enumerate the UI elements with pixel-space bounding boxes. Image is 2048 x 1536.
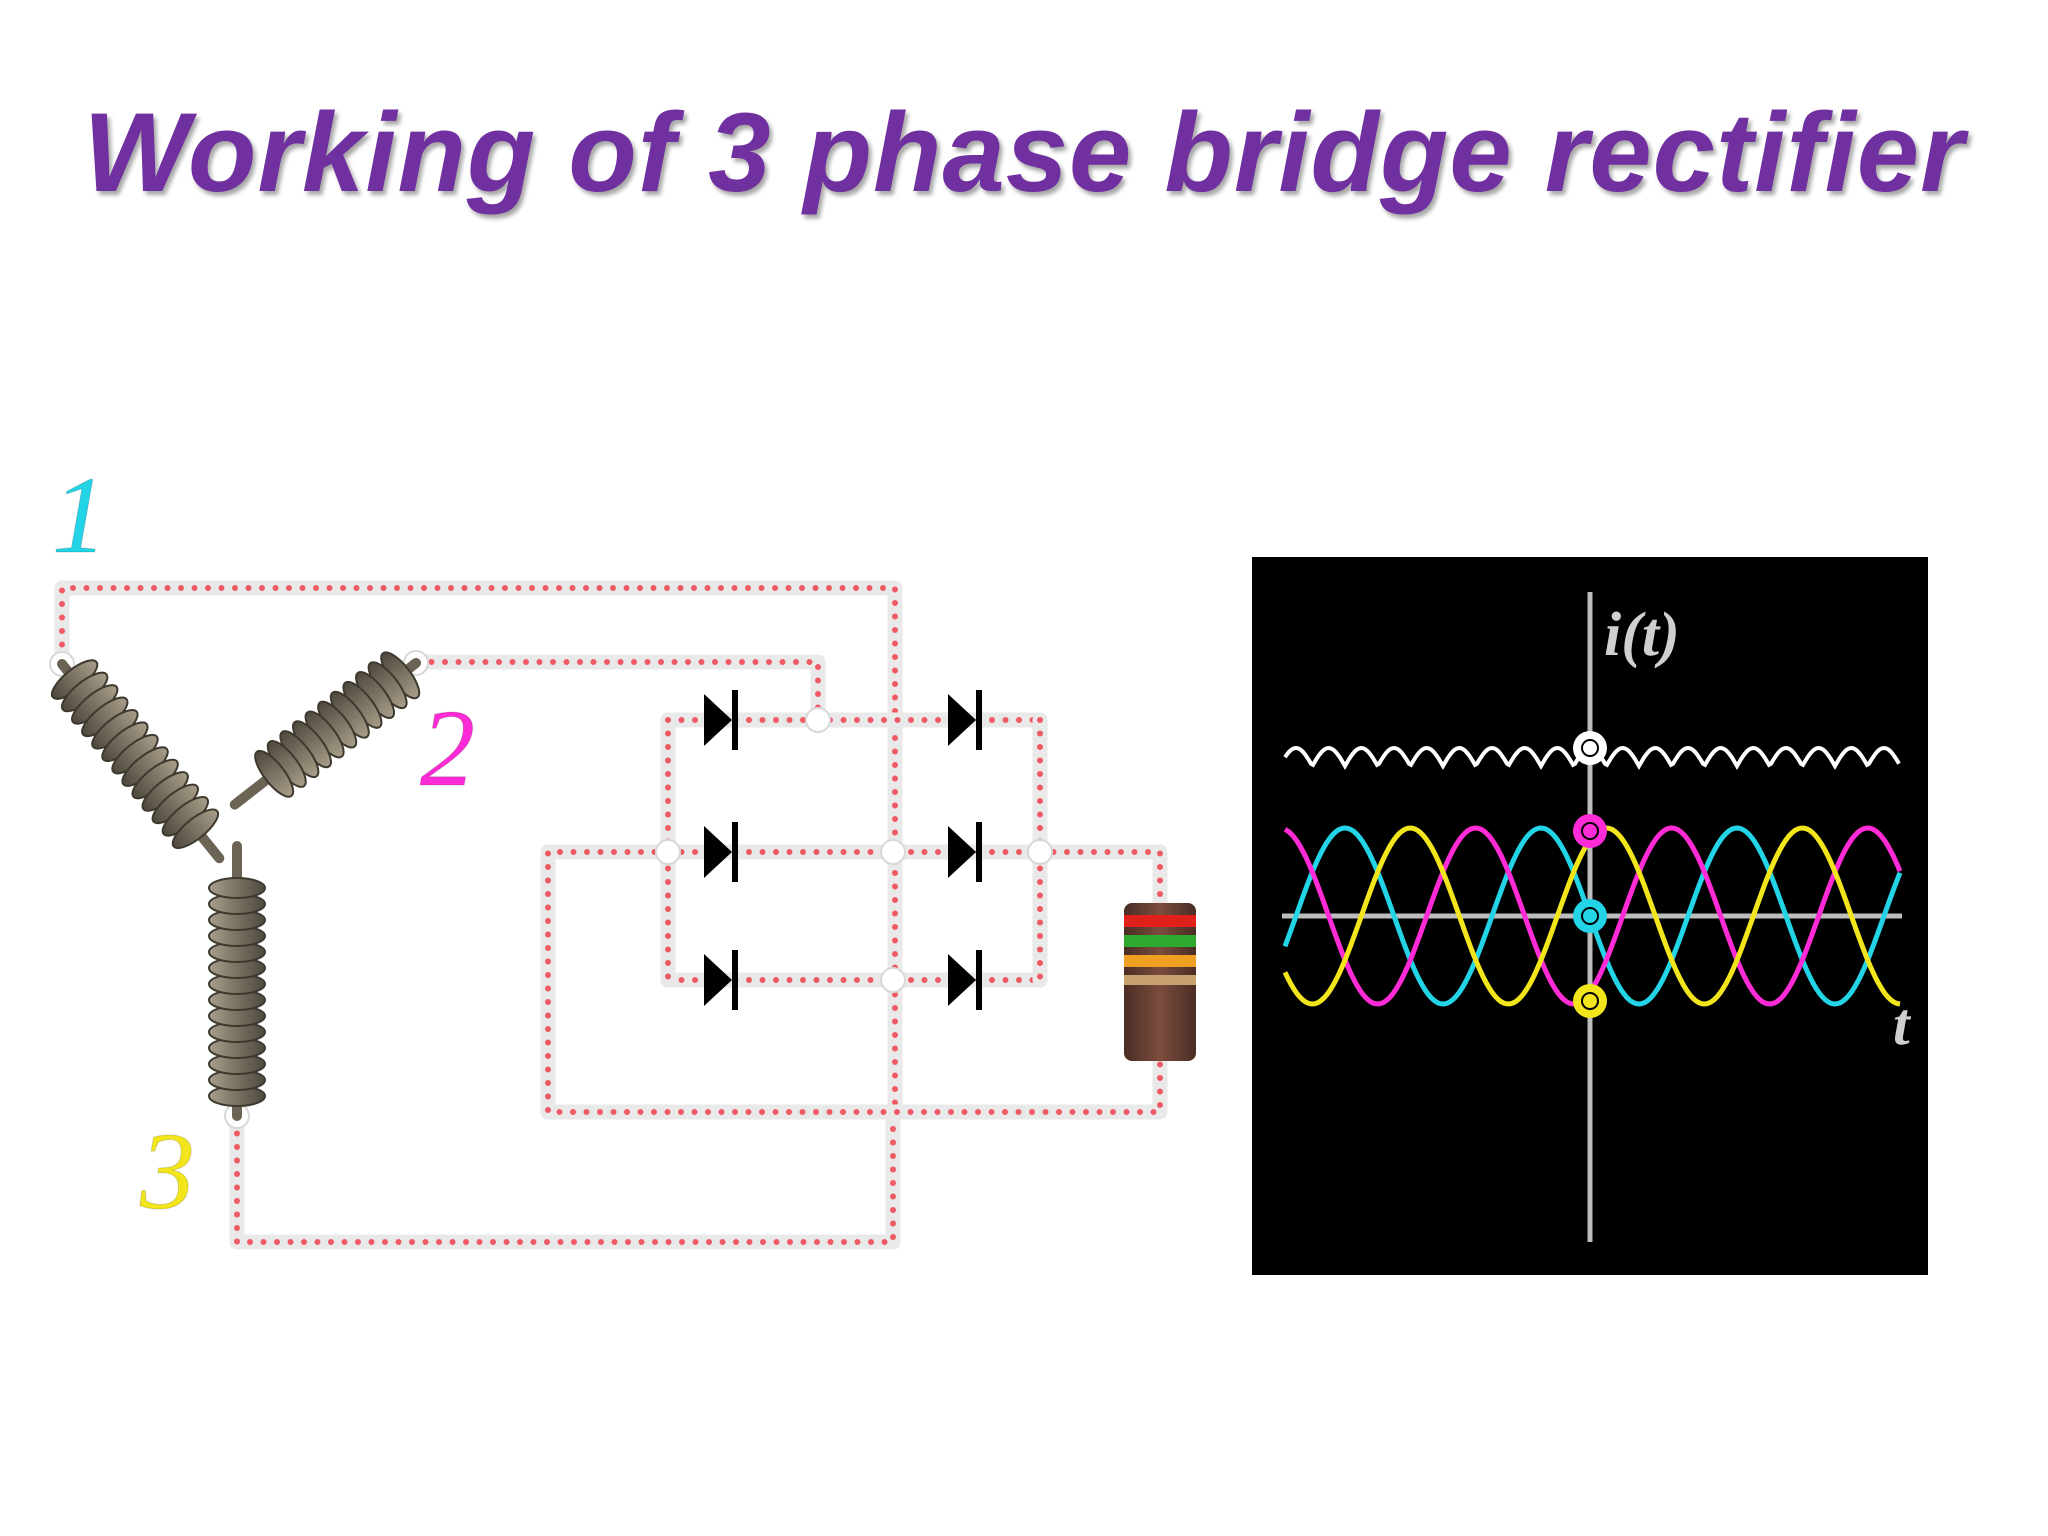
coil-1-icon — [50, 659, 225, 864]
node-top-mid — [805, 707, 831, 733]
node-right-mid — [1027, 839, 1053, 865]
resistor-icon — [1124, 903, 1196, 1061]
phase-3-label: 3 — [139, 1110, 195, 1232]
diode-icon — [948, 950, 982, 1010]
diodes — [704, 690, 982, 1010]
waveform-panel: i(t) t — [1252, 557, 1928, 1275]
node-bottom-mid — [880, 967, 906, 993]
node-left-mid — [655, 839, 681, 865]
diode-icon — [948, 690, 982, 750]
coil-2-icon — [229, 651, 421, 810]
y-axis-label: i(t) — [1604, 601, 1680, 669]
phase-2-label: 2 — [420, 687, 475, 809]
slide-title: Working of 3 phase bridge rectifier — [83, 90, 1965, 215]
wire-phase-2 — [410, 654, 826, 726]
node-center-mid — [880, 839, 906, 865]
diode-icon — [704, 690, 738, 750]
diode-icon — [704, 950, 738, 1010]
star-coils-icon — [50, 651, 421, 1121]
diode-icon — [948, 822, 982, 882]
x-axis-label: t — [1893, 991, 1912, 1057]
wire-phase-3 — [229, 1104, 901, 1250]
phase-1-label: 1 — [52, 454, 107, 576]
coil-3-icon — [208, 841, 266, 1121]
diode-icon — [704, 822, 738, 882]
load-loop — [540, 844, 1168, 1120]
